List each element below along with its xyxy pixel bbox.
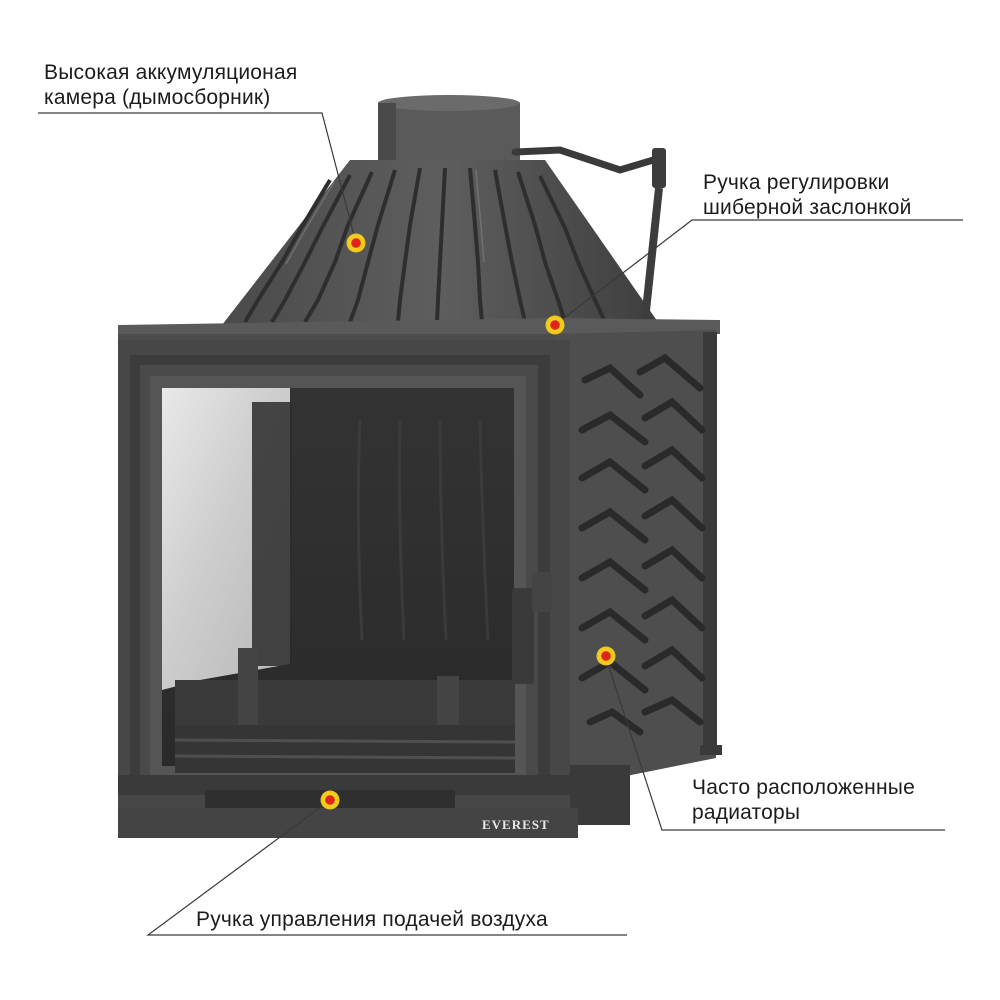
callout-damper-line2: шиберной заслонкой — [703, 196, 912, 219]
callout-radiators-line2: радиаторы — [692, 801, 801, 824]
callout-smoke-chamber-line1: Высокая аккумуляционая — [44, 61, 298, 84]
callout-air-control: Ручка управления подачей воздуха — [196, 907, 548, 932]
leader-lines — [38, 112, 963, 936]
callout-smoke-chamber-line2: камера (дымосборник) — [44, 86, 271, 109]
marker-radiators — [596, 646, 616, 666]
marker-smoke-chamber — [346, 233, 366, 253]
side-radiator-panel — [556, 330, 722, 825]
leader-line-radiators — [604, 654, 945, 831]
callout-radiators-line1: Часто расположенные — [692, 776, 915, 799]
callout-air-control-line1: Ручка управления подачей воздуха — [196, 908, 548, 931]
leader-line-smoke-chamber — [38, 112, 357, 244]
firebox-glass — [162, 388, 516, 773]
callout-markers — [320, 233, 616, 810]
flue-collar — [378, 95, 520, 165]
marker-air-control — [320, 790, 340, 810]
damper-handle — [511, 146, 666, 321]
callout-smoke-chamber: Высокая аккумуляционая камера (дымосборн… — [44, 60, 297, 110]
leader-line-air-control — [146, 799, 627, 936]
base-plate — [118, 775, 578, 838]
smoke-chamber-hood — [222, 160, 660, 325]
callout-radiators: Часто расположенные радиаторы — [692, 775, 915, 825]
leader-line-damper — [554, 219, 963, 326]
callout-damper-handle: Ручка регулировки шиберной заслонкой — [703, 170, 912, 220]
callout-damper-line1: Ручка регулировки — [703, 171, 890, 194]
marker-damper — [545, 315, 565, 335]
door-latch — [512, 572, 552, 684]
brand-logo: EVEREST — [482, 817, 550, 832]
